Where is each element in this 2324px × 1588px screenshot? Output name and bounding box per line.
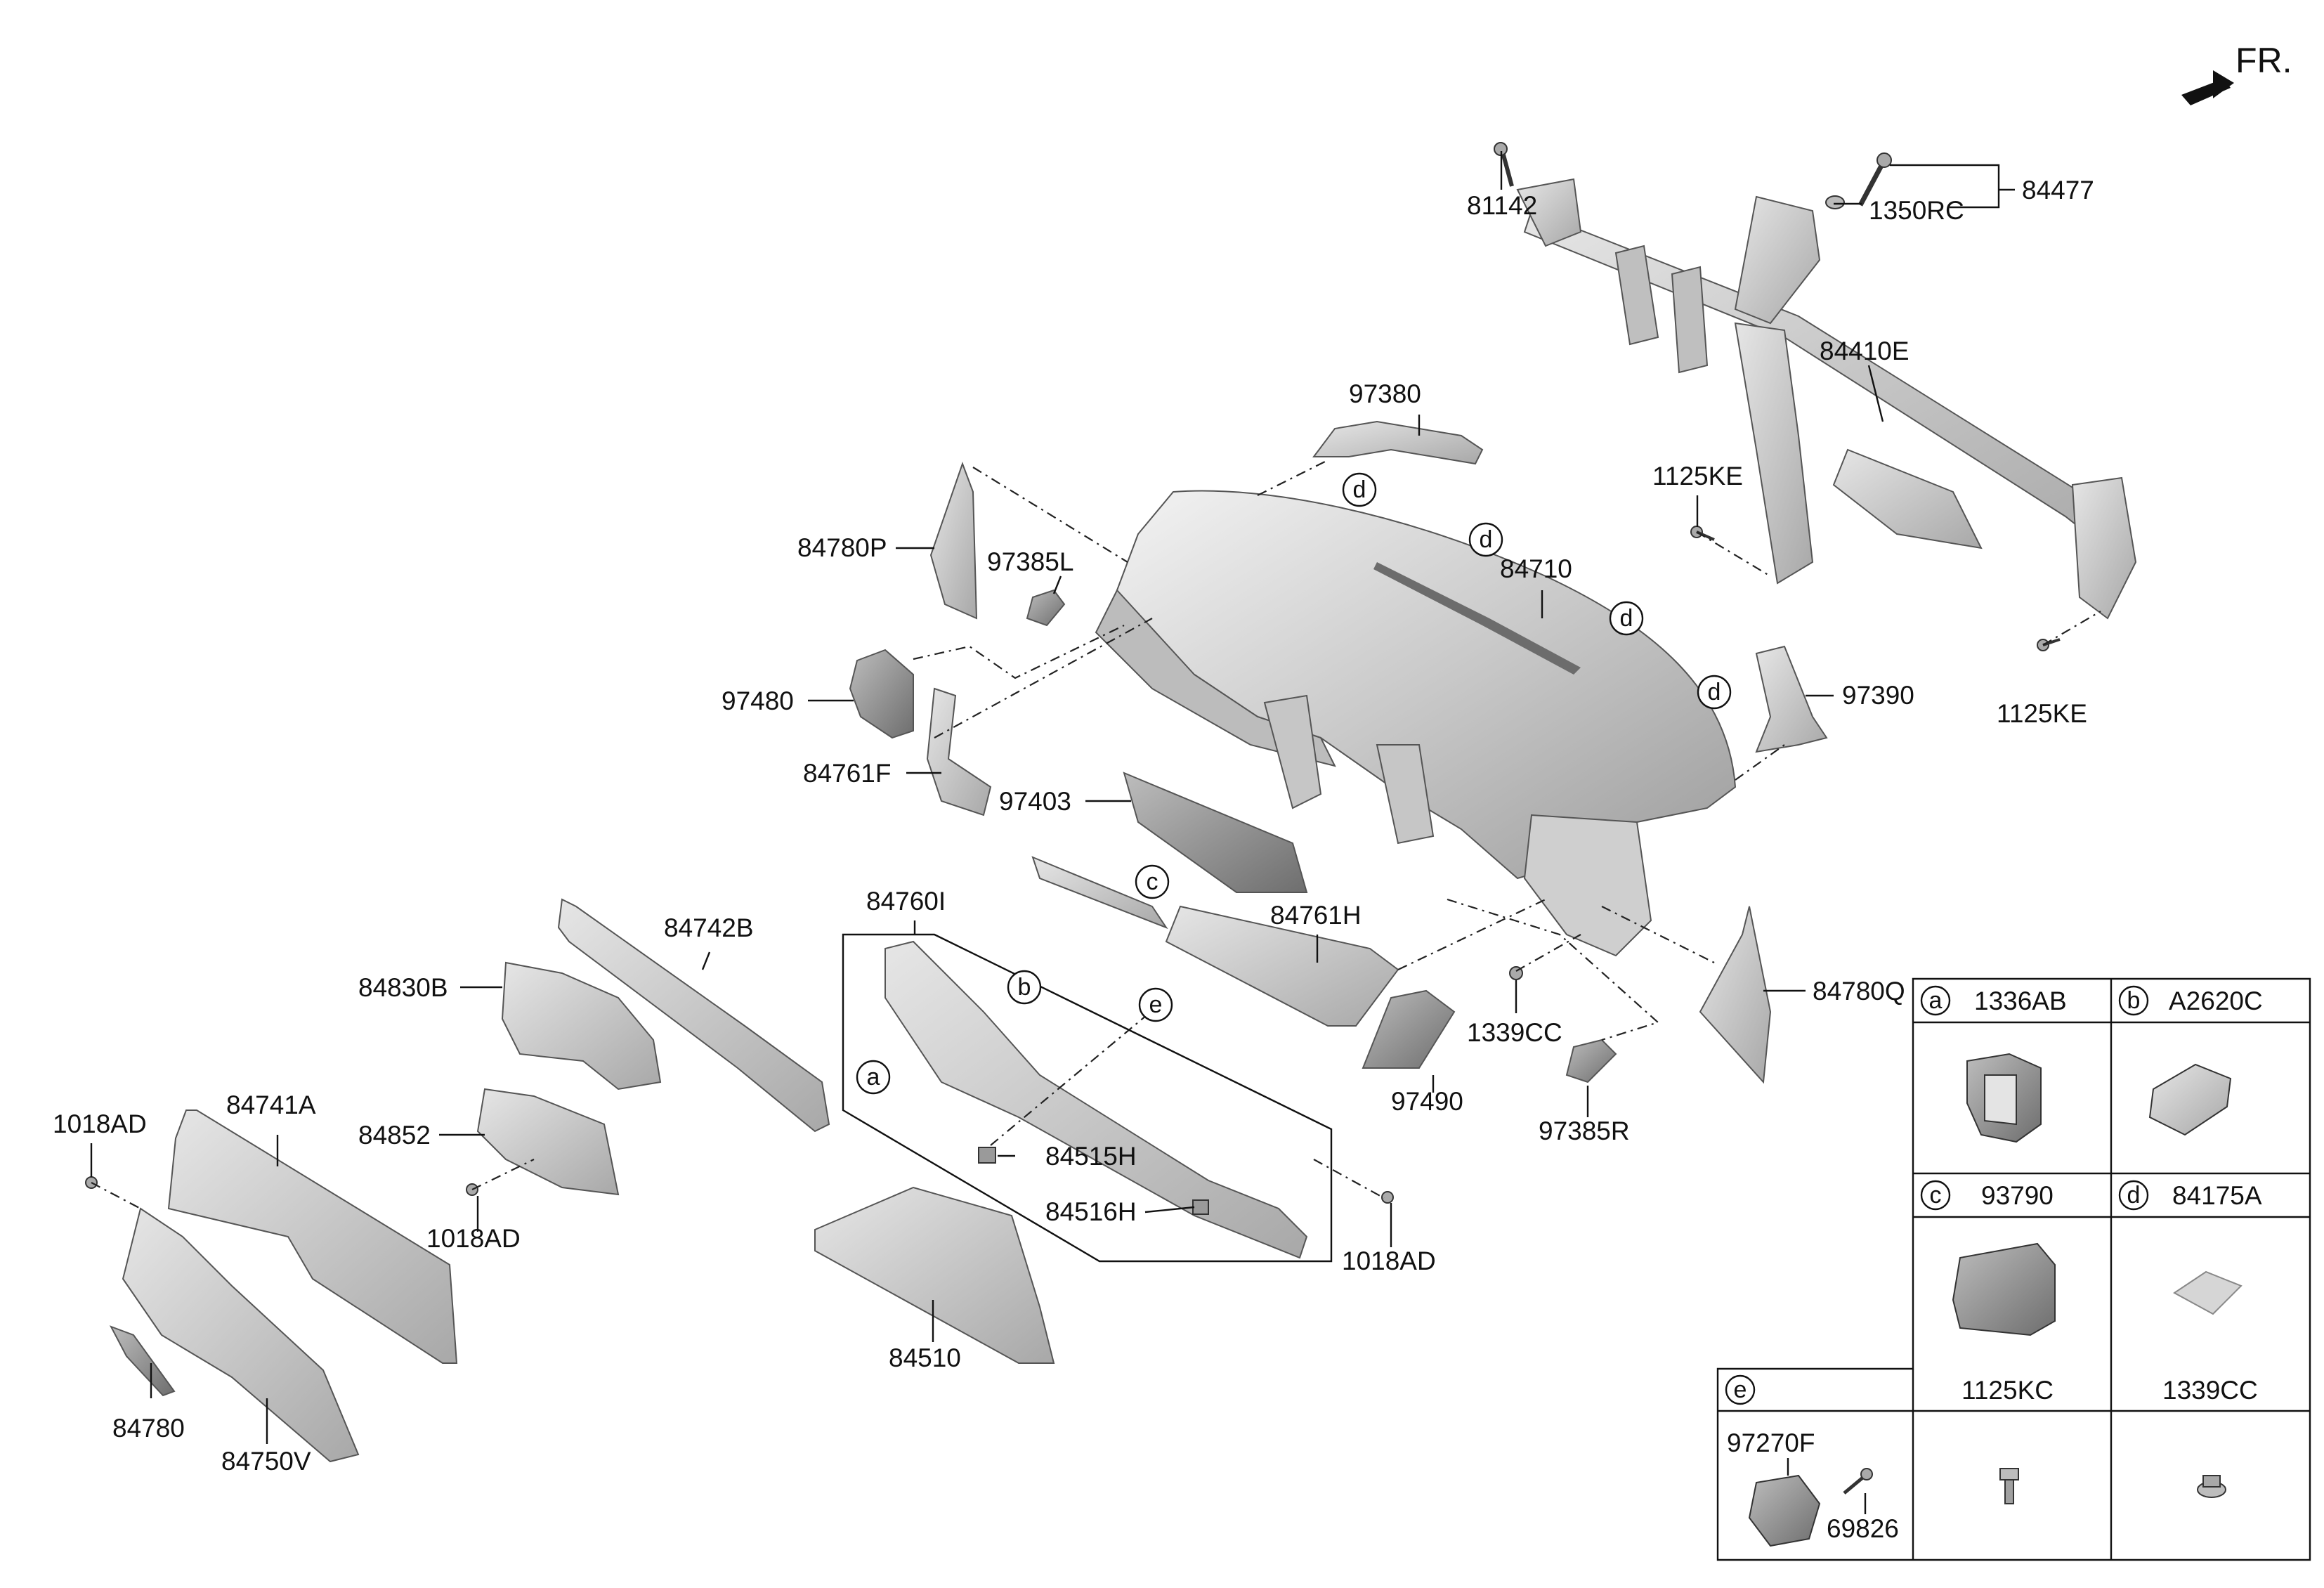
label-84830B: 84830B	[358, 973, 448, 1002]
panel-84741A-part	[167, 1109, 458, 1364]
side-cover-84780P-part	[929, 462, 978, 620]
cover-84761F-part	[926, 687, 992, 816]
label-84780Q: 84780Q	[1813, 977, 1905, 1005]
legend-b-letter: b	[2127, 987, 2141, 1014]
legend-a-code: 1336AB	[1974, 987, 2067, 1015]
front-arrow-icon	[2181, 70, 2234, 105]
label-84780P: 84780P	[797, 533, 887, 562]
bolt-1018AD-right-icon	[1381, 1191, 1394, 1204]
vent-97490-part	[1362, 989, 1456, 1069]
garnish-84761H-part	[1165, 905, 1399, 1027]
label-97380: 97380	[1349, 379, 1421, 408]
part-labels: 81142 1350RC 84477 84410E 97380 1125KE 8…	[53, 176, 2094, 1476]
cluster-housing-84830B-part	[501, 961, 662, 1091]
cowl-crossbar-assembly	[1516, 178, 2137, 620]
side-cover-84780Q-part	[1699, 906, 1772, 1084]
legend-1125KC-code: 1125KC	[1961, 1376, 2054, 1405]
label-84852: 84852	[358, 1121, 431, 1150]
glove-box-84510-part	[814, 1186, 1055, 1364]
label-97385L: 97385L	[987, 547, 1073, 576]
grille-97385L-part	[1026, 589, 1066, 627]
callout-d-2: d	[1480, 526, 1493, 553]
label-84477: 84477	[2022, 176, 2094, 204]
label-84761F: 84761F	[803, 759, 892, 788]
label-84410E: 84410E	[1820, 337, 1910, 365]
label-97385R: 97385R	[1539, 1117, 1630, 1145]
bolt-84477-icon	[1825, 152, 1892, 209]
label-84741A: 84741A	[226, 1091, 316, 1119]
legend-c-code: 93790	[1981, 1181, 2054, 1210]
front-label: FR.	[2235, 41, 2292, 80]
label-84761H: 84761H	[1270, 901, 1362, 930]
label-1125KE-right: 1125KE	[1997, 699, 2087, 728]
label-1018AD-mid: 1018AD	[426, 1224, 521, 1253]
screw-69826-icon	[1843, 1468, 1873, 1495]
clip-84516H-icon	[1192, 1199, 1209, 1215]
label-1125KE-left: 1125KE	[1652, 462, 1743, 490]
bolt-1125KE-left-icon	[1690, 526, 1715, 541]
cover-84780-part	[109, 1325, 176, 1397]
legend-d-letter: d	[2127, 1182, 2141, 1209]
legend-e-part-69826: 69826	[1827, 1514, 1899, 1543]
bolt-1125KC-icon	[1999, 1468, 2019, 1504]
nut-1339CC-legend-icon	[2197, 1475, 2226, 1498]
label-84750V: 84750V	[221, 1447, 311, 1476]
label-1018AD-right: 1018AD	[1342, 1247, 1436, 1275]
label-1350RC: 1350RC	[1869, 196, 1964, 225]
trim-strip-84761H-part	[1031, 856, 1168, 930]
callout-b: b	[1018, 974, 1031, 1001]
legend-table: a 1336AB b A2620C c 93790 d 84175A e 112…	[1716, 977, 2311, 1561]
grille-97385R-part	[1565, 1039, 1617, 1083]
callout-circles: d d d d c b e a	[856, 472, 1732, 1095]
leader-lines	[90, 151, 2015, 1444]
center-vent-97403-part	[1123, 772, 1308, 893]
label-84516H: 84516H	[1045, 1197, 1137, 1226]
callout-d-3: d	[1620, 605, 1633, 632]
vent-97480-part	[849, 649, 914, 739]
label-84780: 84780	[112, 1414, 185, 1443]
label-97490: 97490	[1391, 1087, 1463, 1116]
clip-A2620C-icon	[2148, 1063, 2232, 1136]
label-1018AD-left: 1018AD	[53, 1109, 147, 1138]
duct-97390-part	[1755, 645, 1828, 753]
label-84742B: 84742B	[664, 913, 754, 942]
pad-84175A-icon	[2173, 1270, 2243, 1315]
label-84710: 84710	[1500, 554, 1572, 583]
bolt-81142-icon	[1494, 142, 1514, 187]
callout-d-4: d	[1708, 679, 1721, 705]
connector-93790-icon	[1952, 1242, 2056, 1336]
legend-e-letter: e	[1734, 1377, 1747, 1403]
label-84760I: 84760I	[866, 887, 946, 916]
clip-1336AB-icon	[1966, 1053, 2042, 1143]
callout-d-1: d	[1353, 476, 1366, 503]
legend-d-code: 84175A	[2172, 1181, 2262, 1210]
label-1339CC: 1339CC	[1467, 1018, 1562, 1047]
panel-84750V-part	[122, 1207, 360, 1463]
legend-b-code: A2620C	[2169, 987, 2263, 1015]
label-97403: 97403	[999, 787, 1071, 816]
bracket-97270F-icon	[1748, 1474, 1821, 1547]
cluster-trim-84742B-part	[557, 898, 830, 1133]
clip-84515H-icon	[978, 1147, 996, 1164]
legend-a-letter: a	[1929, 987, 1943, 1014]
group-outline-84760I	[842, 933, 1333, 1263]
legend-e-part-97270F: 97270F	[1727, 1428, 1815, 1457]
duct-97380-part	[1312, 420, 1484, 465]
crash-pad-main-panel	[1095, 490, 1737, 957]
legend-c-letter: c	[1930, 1182, 1942, 1209]
callout-a: a	[867, 1064, 880, 1091]
label-84510: 84510	[889, 1343, 961, 1372]
legend-1339CC-code: 1339CC	[2162, 1376, 2258, 1405]
label-97480: 97480	[722, 686, 794, 715]
cluster-lower-84852-part	[476, 1088, 620, 1196]
callout-c: c	[1147, 868, 1158, 895]
assembly-lines	[91, 460, 2101, 1209]
label-84515H: 84515H	[1045, 1142, 1137, 1171]
label-97390: 97390	[1842, 681, 1914, 710]
callout-e: e	[1149, 991, 1163, 1018]
label-81142: 81142	[1467, 191, 1537, 220]
lower-bracket-84760I-part	[884, 940, 1308, 1259]
